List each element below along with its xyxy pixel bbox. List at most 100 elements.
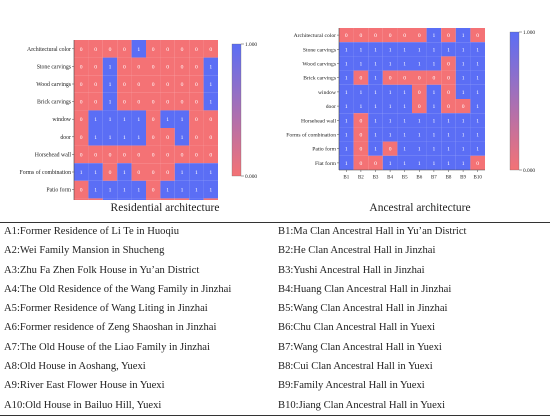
heatmap-cell: [412, 70, 427, 85]
cell-value-label: 0: [166, 152, 169, 158]
cell-value-label: 1: [403, 161, 406, 167]
legend-item-b1: B1:Ma Clan Ancestral Hall in Yu’an Distr…: [278, 226, 467, 237]
scale-min-label: 0.000: [245, 174, 257, 180]
cell-value-label: 1: [476, 118, 479, 124]
cell-value-label: 1: [462, 61, 465, 67]
cell-value-label: 0: [152, 47, 155, 53]
cell-value-label: 1: [403, 61, 406, 67]
cell-value-label: 1: [94, 117, 97, 123]
heatmap-cell: [455, 99, 471, 114]
column-label: B2: [358, 176, 364, 181]
heatmap-cell: [160, 163, 175, 181]
cell-value-label: 1: [137, 117, 140, 123]
cell-value-label: 0: [123, 64, 126, 70]
cell-value-label: 0: [152, 100, 155, 106]
legend-item-a7: A7:The Old House of the Liao Family in J…: [4, 341, 210, 353]
cell-value-label: 0: [166, 64, 169, 70]
heatmap-cell: [74, 92, 89, 111]
heatmap-cell: [441, 113, 456, 128]
heatmap-cell: [339, 56, 354, 71]
cell-value-label: 1: [109, 82, 112, 88]
legend-item-a6: A6:Former residence of Zeng Shaoshan in …: [4, 322, 217, 334]
heatmap-cell: [441, 56, 456, 71]
column-label: B6: [416, 176, 422, 181]
heatmap-cell: [397, 56, 412, 71]
cell-value-label: 0: [181, 152, 184, 158]
heatmap-cell: [397, 70, 412, 85]
column-label: B3: [373, 176, 379, 181]
cell-value-label: 0: [152, 82, 155, 88]
heatmap-cell: [189, 57, 204, 76]
heatmap-cell: [117, 198, 132, 200]
cell-value-label: 0: [152, 152, 155, 158]
cell-value-label: 1: [433, 132, 436, 138]
heatmap-cell: [88, 40, 103, 58]
heatmap-cell: [160, 128, 175, 146]
heatmap-cell: [441, 84, 456, 99]
heatmap-cell: [353, 28, 369, 43]
heatmap-cell: [455, 141, 471, 156]
heatmap-cell: [174, 145, 190, 164]
row-label: Flat form: [315, 160, 337, 167]
cell-value-label: 0: [476, 161, 479, 167]
column-label: B7: [431, 176, 437, 181]
cell-value-label: 1: [209, 82, 212, 88]
heatmap-cell: [88, 180, 103, 199]
cell-value-label: 0: [209, 152, 212, 158]
heatmap-cell: [353, 70, 369, 85]
heatmap-cell: [412, 42, 427, 57]
heatmap-cell: [102, 145, 118, 164]
heatmap-cell: [382, 42, 398, 57]
heatmap-cell: [117, 145, 132, 164]
heatmap-cell: [339, 28, 354, 43]
heatmap-cell: [382, 155, 398, 170]
heatmap-cell: [470, 56, 485, 71]
cell-value-label: 1: [389, 161, 392, 167]
cell-value-label: 0: [209, 117, 212, 123]
row-label: window: [52, 117, 71, 123]
heatmap-cell: [397, 141, 412, 156]
heatmap-cell: [117, 57, 132, 76]
cell-value-label: 1: [433, 104, 436, 110]
cell-value-label: 1: [345, 161, 348, 167]
cell-value-label: 0: [389, 76, 392, 82]
cell-value-label: 0: [181, 100, 184, 106]
heatmap-cell: [426, 28, 442, 43]
cell-value-label: 1: [418, 118, 421, 124]
ancestral-caption: Ancestral architecture: [369, 202, 471, 214]
cell-value-label: 1: [374, 147, 377, 153]
heatmap-cell: [189, 75, 204, 93]
heatmap-cell: [102, 75, 118, 93]
cell-value-label: 1: [476, 61, 479, 67]
cell-value-label: 0: [166, 135, 169, 141]
cell-value-label: 1: [403, 104, 406, 110]
row-label: Forms of combination: [286, 131, 336, 138]
heatmap-cell: [74, 128, 89, 146]
cell-value-label: 1: [123, 117, 126, 123]
heatmap-cell: [412, 155, 427, 170]
legend-item-a3: A3:Zhu Fa Zhen Folk House in Yu’an Distr…: [4, 264, 200, 276]
cell-value-label: 1: [137, 188, 140, 194]
heatmap-cell: [397, 28, 412, 43]
cell-value-label: 1: [345, 61, 348, 67]
cell-value-label: 1: [345, 147, 348, 153]
cell-value-label: 1: [109, 100, 112, 106]
heatmap-cell: [146, 92, 161, 111]
heatmap-cell: [470, 127, 485, 142]
heatmap-cell: [412, 56, 427, 71]
column-label: B10: [474, 176, 483, 181]
heatmap-cell: [455, 42, 471, 57]
cell-value-label: 1: [433, 161, 436, 167]
heatmap-cell: [189, 198, 204, 200]
legend-item-b2: B2:He Clan Ancestral Hall in Jinzhai: [278, 245, 436, 257]
heatmap-cell: [382, 56, 398, 71]
heatmap-cell: [203, 92, 218, 111]
cell-value-label: 0: [345, 33, 348, 39]
cell-value-label: 0: [152, 188, 155, 194]
heatmap-cell: [368, 113, 383, 128]
heatmap-cell: [455, 28, 471, 43]
heatmap-cell: [203, 128, 218, 146]
heatmap-cell: [441, 28, 456, 43]
